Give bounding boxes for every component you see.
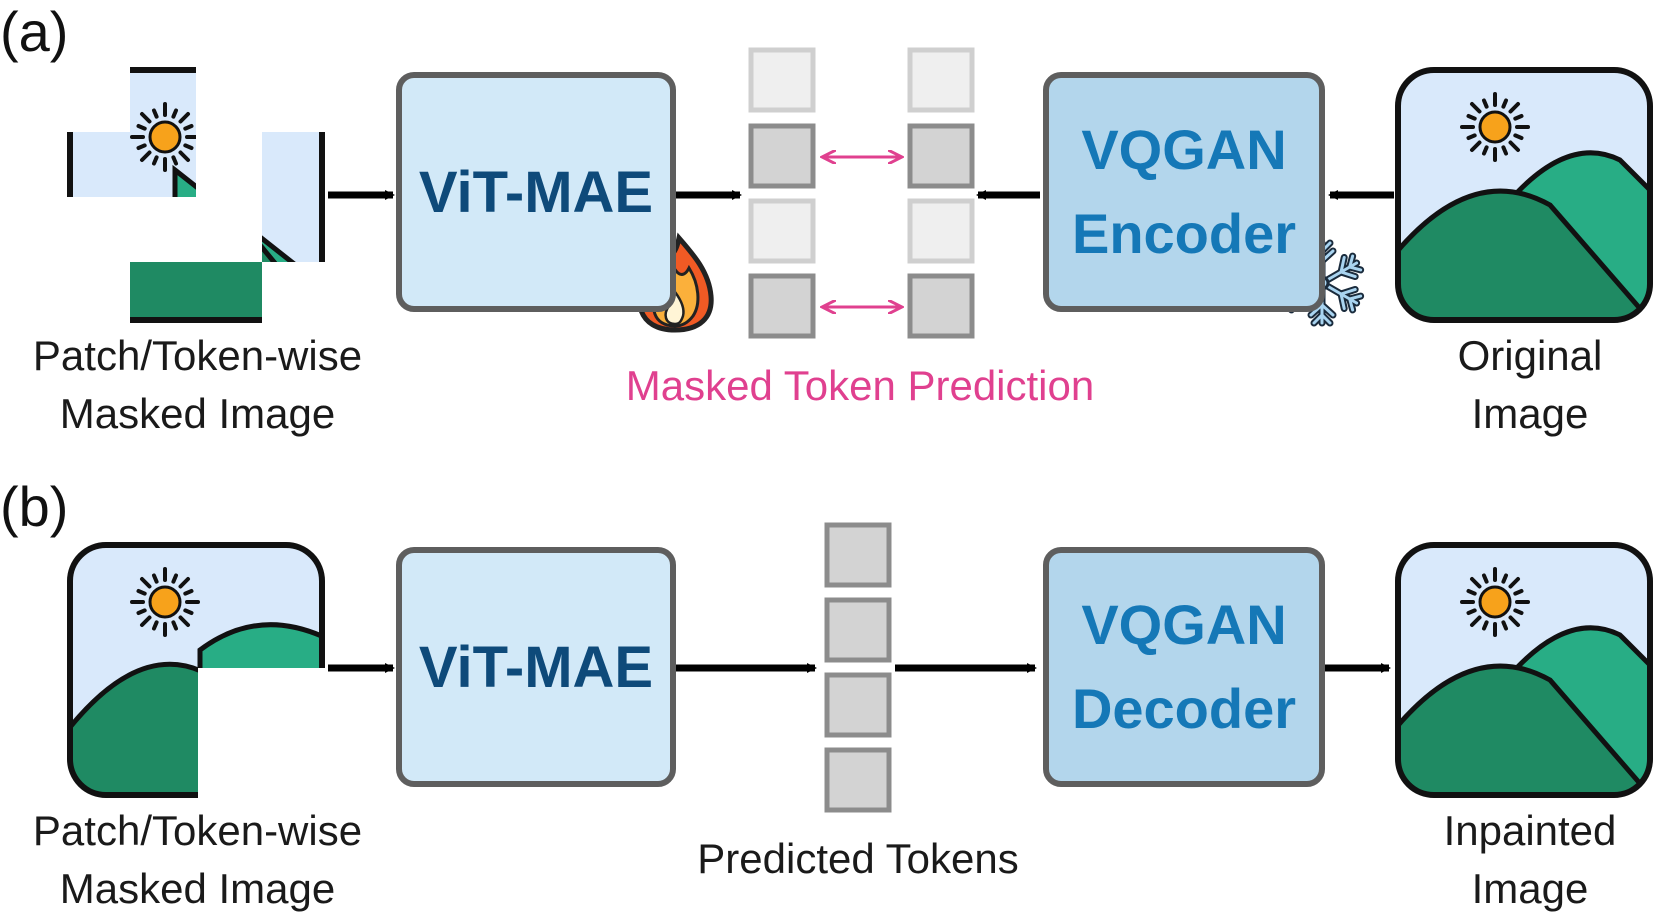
output-caption-line2: Image: [1471, 865, 1589, 912]
panel-label-a: (a): [0, 0, 69, 63]
token: [824, 522, 892, 588]
mask-patch: [196, 132, 262, 262]
token: [748, 123, 816, 189]
mask-patch: [62, 197, 130, 327]
masked-input-image-a: [62, 60, 326, 327]
input-caption-line2: Masked Image: [59, 865, 336, 912]
mask-patch: [196, 60, 326, 132]
input-caption-line1: Patch/Token-wise: [32, 807, 363, 854]
output-caption-line1: Inpainted: [1443, 807, 1617, 854]
token: [824, 597, 892, 663]
target-token-column-a: [907, 47, 975, 339]
output-caption-line2: Image: [1471, 390, 1589, 437]
mask-patch: [262, 262, 326, 327]
panel-label-b: (b): [0, 475, 69, 538]
input-caption-line2: Masked Image: [59, 390, 336, 437]
inpainted-image-icon: [1395, 542, 1653, 798]
masked-input-image-b: [67, 542, 328, 800]
predicted-token-column-a: [748, 47, 816, 339]
token-faded: [907, 47, 975, 113]
output-caption-line1: Original: [1457, 332, 1603, 379]
token: [824, 747, 892, 813]
vit-mae-box-b: ViT-MAE: [396, 547, 676, 787]
predicted-token-column-b: [824, 522, 892, 813]
token-faded: [748, 47, 816, 113]
vqgan-encoder-label-line2: Encoder: [1071, 202, 1297, 265]
vqgan-decoder-label-line1: VQGAN: [1081, 593, 1287, 656]
token-faded: [907, 198, 975, 264]
masked-token-prediction-label: Masked Token Prediction: [625, 362, 1095, 409]
output-caption-b: Inpainted Image: [1400, 802, 1660, 918]
input-caption-b: Patch/Token-wise Masked Image: [0, 802, 395, 918]
output-caption-a: Original Image: [1400, 327, 1660, 443]
token-faded: [748, 198, 816, 264]
vqgan-decoder-label-line2: Decoder: [1071, 677, 1297, 740]
vqgan-decoder-box: VQGAN Decoder: [1043, 547, 1325, 787]
predicted-tokens-label: Predicted Tokens: [697, 835, 1019, 882]
token: [748, 273, 816, 339]
vqgan-encoder-label-line1: VQGAN: [1081, 118, 1287, 181]
mask-patch: [62, 60, 130, 132]
landscape-image-icon: [1395, 67, 1653, 323]
token: [824, 672, 892, 738]
input-caption-line1: Patch/Token-wise: [32, 332, 363, 379]
token: [907, 123, 975, 189]
token: [907, 273, 975, 339]
vit-mae-label: ViT-MAE: [418, 634, 654, 700]
input-caption-a: Patch/Token-wise Masked Image: [0, 327, 395, 443]
vit-mae-label: ViT-MAE: [418, 159, 654, 225]
mask-patch: [130, 197, 196, 262]
vit-mae-box-a: ViT-MAE: [396, 72, 676, 312]
vqgan-encoder-box: VQGAN Encoder: [1043, 72, 1325, 312]
mask-patch: [198, 668, 328, 800]
